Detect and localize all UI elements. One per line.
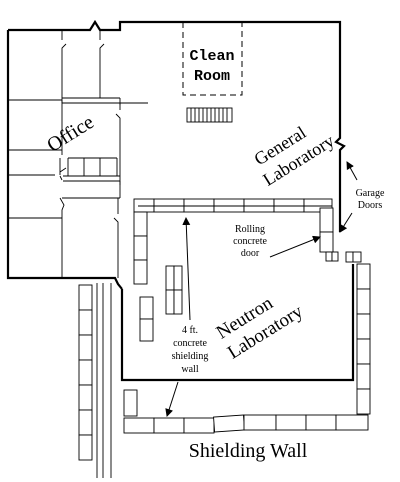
garage-doors-label: Doors <box>358 200 383 211</box>
clean-room-grate <box>186 107 233 123</box>
shielding-block <box>133 198 155 213</box>
clean-room-label: Clean <box>189 48 234 65</box>
rolling-door-block <box>325 251 333 262</box>
building-wall <box>120 264 355 382</box>
arrow-garage-doors-top <box>346 161 358 181</box>
exterior-left-column <box>78 283 112 478</box>
shielding-block <box>78 284 93 311</box>
shielding-block <box>133 259 148 285</box>
rolling-door-block <box>331 251 339 262</box>
shielding-block <box>319 207 334 233</box>
shielding-block <box>173 265 183 291</box>
building-outline <box>6 19 355 382</box>
shielding-block <box>183 417 215 434</box>
shielding-block <box>78 334 93 361</box>
partition-wall <box>63 175 120 182</box>
partition-wall <box>62 181 121 199</box>
shielding-block <box>78 434 93 461</box>
shielding-block <box>243 198 275 213</box>
shielding-block <box>123 417 155 434</box>
shielding-block <box>335 414 369 431</box>
building-wall <box>8 19 346 232</box>
shielding-block <box>356 263 371 290</box>
shielding-block <box>356 313 371 340</box>
neutron-lab-blocks <box>133 198 339 342</box>
rolling-door-label: Rolling <box>235 224 265 235</box>
clean-room-label: Room <box>194 68 230 85</box>
exterior-right-blocks <box>345 251 371 415</box>
shielding-block <box>165 265 175 291</box>
shielding-block <box>173 289 183 315</box>
shielding-block <box>305 414 337 431</box>
shielding-block <box>356 288 371 315</box>
arrow-shielding-wall-up <box>182 217 191 321</box>
shielding-note-label: shielding <box>172 351 209 362</box>
exterior-bottom-wall <box>123 389 369 434</box>
office-partitions <box>8 30 148 278</box>
shielding-note-label: wall <box>181 364 198 375</box>
arrow-shielding-wall-down <box>165 381 179 417</box>
partition-wall <box>62 97 148 105</box>
shielding-block <box>133 211 148 237</box>
shielding-block <box>183 198 215 213</box>
office-label: Office <box>43 111 98 157</box>
shielding-block <box>139 318 154 342</box>
shielding-block <box>78 309 93 336</box>
shielding-block <box>153 198 185 213</box>
shielding-block <box>153 417 185 434</box>
arrow-rolling-door <box>269 235 321 258</box>
shielding-block <box>165 289 175 315</box>
shielding-block <box>356 363 371 390</box>
shielding-block <box>133 235 148 261</box>
arrow-garage-doors <box>339 212 353 233</box>
partition-wall <box>59 158 67 181</box>
shielding-wall-label: Shielding Wall <box>189 440 308 462</box>
partition-wall <box>61 30 67 155</box>
shielding-block <box>213 414 246 433</box>
rolling-door-label: door <box>241 248 260 259</box>
partition-wall <box>59 197 65 278</box>
partition-wall <box>115 103 121 185</box>
shielding-block <box>273 198 305 213</box>
shielding-block <box>356 388 371 415</box>
shielding-block <box>345 251 354 263</box>
shielding-block <box>139 296 154 320</box>
shielding-block <box>123 389 138 417</box>
shielding-block <box>243 414 277 431</box>
shielding-note-label: 4 ft. <box>182 325 198 336</box>
building-wall <box>6 30 123 290</box>
garage-doors-label: Garage <box>356 188 385 199</box>
partition-wall <box>99 30 105 98</box>
shielding-block <box>213 198 245 213</box>
partition-wall <box>67 157 118 176</box>
shielding-note-label: concrete <box>173 338 207 349</box>
clean-room-boundary <box>182 22 243 96</box>
rolling-door-label: concrete <box>233 236 267 247</box>
clean-room <box>182 22 243 123</box>
shielding-block <box>78 359 93 386</box>
shielding-block <box>78 409 93 436</box>
partition-wall <box>113 198 119 278</box>
clean-room-grate-slats <box>190 108 228 122</box>
shielding-block <box>319 231 334 253</box>
shielding-block <box>275 414 307 431</box>
shielding-block <box>352 251 362 263</box>
shielding-block <box>356 338 371 365</box>
shielding-block <box>78 384 93 411</box>
